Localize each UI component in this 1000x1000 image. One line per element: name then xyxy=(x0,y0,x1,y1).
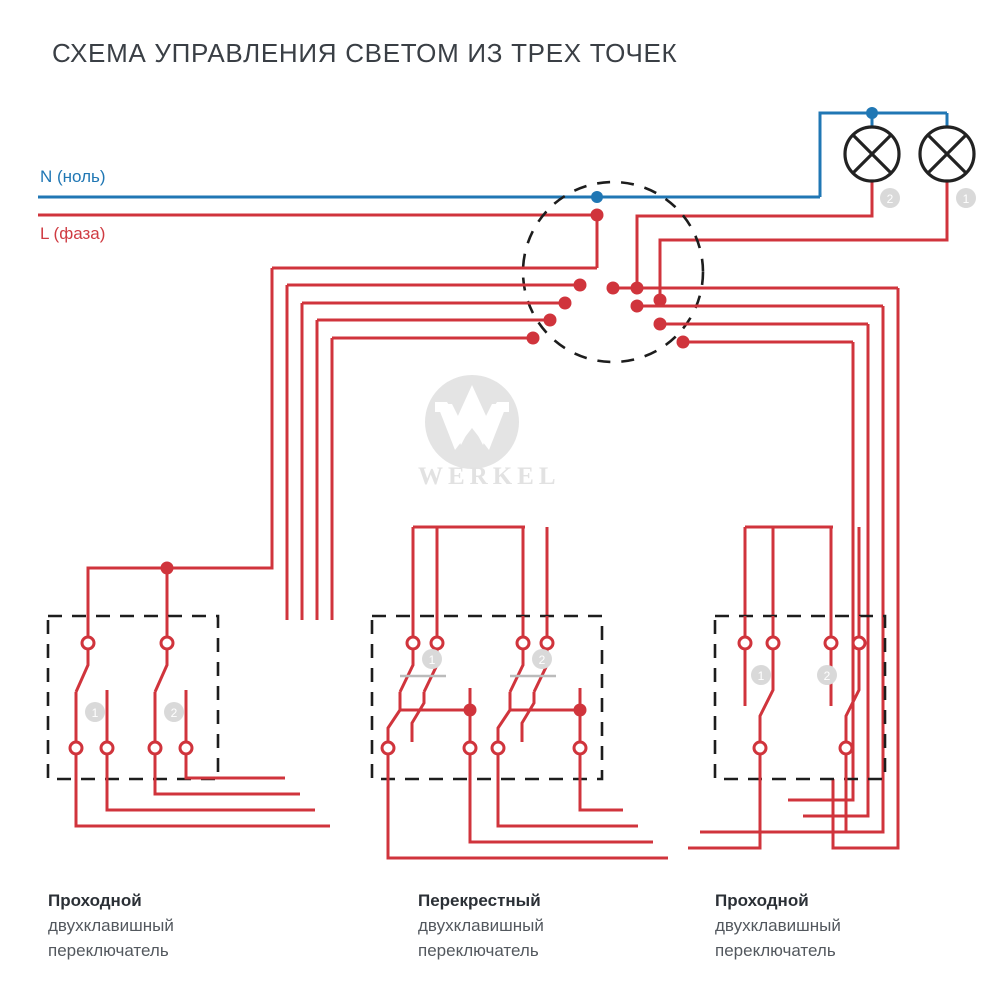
svg-text:1: 1 xyxy=(963,192,970,206)
left-feed-branch xyxy=(86,566,167,616)
switch-middle-gang-markers: 1 2 xyxy=(422,649,552,669)
phase-rail xyxy=(38,213,599,268)
switch-middle-bottom-leads xyxy=(386,754,668,860)
right-switch-top-feeds xyxy=(743,525,861,616)
mid-top-feeds xyxy=(411,525,549,616)
switch-left-terminals xyxy=(68,635,194,756)
switch-right-bottom-leads xyxy=(688,779,848,850)
switch-right-internals xyxy=(743,616,861,790)
switch-left-internals xyxy=(74,616,330,828)
switch-middle-box xyxy=(370,614,604,781)
switch-middle-caption-title: Перекрестный xyxy=(418,891,541,910)
right-wire-bundle xyxy=(788,288,900,850)
switch-right-caption: Проходной двухклавишный переключатель xyxy=(715,888,1000,963)
svg-text:2: 2 xyxy=(539,653,546,667)
lamp-1-symbol xyxy=(918,125,976,183)
lamp-2-symbol xyxy=(843,125,901,183)
phase-junction-dot xyxy=(590,208,604,222)
junction-taps xyxy=(272,266,898,344)
neutral-rail xyxy=(38,111,949,199)
junction-box-outline xyxy=(521,180,705,364)
switch-right-gang-markers: 1 2 xyxy=(751,665,837,685)
switch-right-terminals xyxy=(737,635,867,756)
switch-right-caption-line3: переключатель xyxy=(715,941,836,960)
switch-left-gang-markers: 1 2 xyxy=(85,702,184,722)
werkel-watermark-icon xyxy=(425,375,519,469)
neutral-lamp-tap-dot xyxy=(866,107,878,119)
middle-gang1-node xyxy=(463,703,477,717)
werkel-wordmark: WERKEL xyxy=(418,463,561,490)
switch-left-box xyxy=(46,614,220,781)
switch-left-caption-title: Проходной xyxy=(48,891,142,910)
page-title: СХЕМА УПРАВЛЕНИЯ СВЕТОМ ИЗ ТРЕХ ТОЧЕК xyxy=(52,38,678,68)
svg-text:1: 1 xyxy=(92,706,99,720)
junction-connection-dots xyxy=(526,278,690,349)
switch-left-caption-line3: переключатель xyxy=(48,941,169,960)
left-wire-bundle xyxy=(165,268,334,620)
switch-middle-caption-line3: переключатель xyxy=(418,941,539,960)
switch-right-caption-line2: двухклавишный xyxy=(715,916,841,935)
svg-text:2: 2 xyxy=(171,706,178,720)
middle-gang2-node xyxy=(573,703,587,717)
svg-text:2: 2 xyxy=(887,192,894,206)
svg-text:1: 1 xyxy=(758,669,765,683)
switch-left-caption-line2: двухклавишный xyxy=(48,916,174,935)
switch-right-box xyxy=(713,614,887,781)
lamp-return-wires xyxy=(635,181,949,300)
switch-middle-gang2 xyxy=(496,616,582,742)
svg-text:2: 2 xyxy=(824,669,831,683)
phase-rail-label: L (фаза) xyxy=(40,224,106,243)
svg-text:1: 1 xyxy=(429,653,436,667)
switch-middle-gang1 xyxy=(386,616,472,742)
lamp1-return-dot xyxy=(653,293,667,307)
neutral-rail-label: N (ноль) xyxy=(40,167,106,186)
switch-middle-caption: Перекрестный двухклавишный переключатель xyxy=(418,888,708,963)
switch-left-caption: Проходной двухклавишный переключатель xyxy=(48,888,338,963)
neutral-junction-dot xyxy=(591,191,603,203)
lamp-markers: 2 1 xyxy=(880,188,976,208)
switch-right-caption-title: Проходной xyxy=(715,891,809,910)
switch-middle-caption-line2: двухклавишный xyxy=(418,916,544,935)
